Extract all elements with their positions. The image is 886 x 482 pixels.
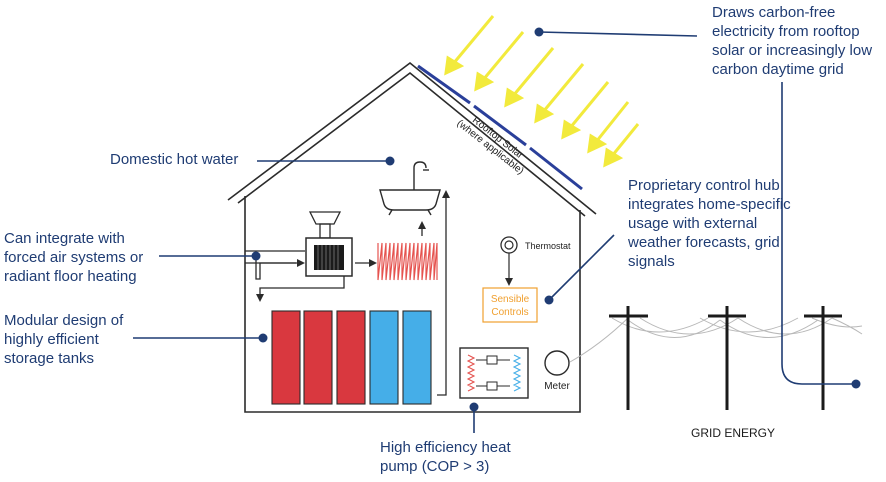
sun-ray-icon: [444, 15, 495, 76]
bathtub-icon: [379, 161, 441, 216]
utility-poles: [609, 306, 842, 410]
sun-ray-icon: [561, 81, 610, 140]
controls-label-line1: Sensible: [491, 294, 530, 305]
grid-energy-label: GRID ENERGY: [691, 426, 775, 440]
callout-leaders: [133, 31, 856, 433]
heat-pump-callout: High efficiency heat pump (COP > 3): [380, 439, 511, 475]
sun-ray-icon: [603, 123, 640, 168]
hot-tank: [336, 310, 366, 405]
callout-dots: [251, 27, 861, 412]
cold-tank: [402, 310, 432, 405]
storage-tanks-callout: Modular design of highly efficient stora…: [4, 312, 124, 367]
vent-hood-icon: [308, 211, 342, 225]
rooftop-solar-panels: [417, 64, 583, 191]
power-lines: [569, 317, 863, 363]
sun-ray-icon: [474, 31, 525, 92]
thermostat-label: Thermostat: [525, 241, 571, 251]
hot-tank: [303, 310, 333, 405]
control-hub-callout: Proprietary control hub integrates home-…: [628, 177, 791, 270]
utility-pole-icon: [708, 306, 746, 410]
forced-air-callout: Can integrate with forced air systems or…: [4, 230, 144, 285]
thermostat-icon: [500, 236, 518, 286]
meter-icon: [544, 350, 570, 376]
heat-pump-icon: [459, 347, 529, 399]
utility-pole-icon: [609, 306, 648, 410]
radiant-heater-coil-icon: [377, 242, 438, 281]
meter-label: Meter: [544, 381, 570, 392]
sun-rays: [444, 15, 640, 168]
controls-label-line2: Controls: [491, 307, 528, 318]
cold-tank: [369, 310, 399, 405]
sensible-controls-box: [482, 287, 538, 323]
air-handler: [245, 211, 353, 277]
hot-tank: [271, 310, 301, 405]
storage-tanks: [271, 310, 432, 405]
house-outline: [227, 61, 597, 413]
arrowheads: [256, 190, 450, 302]
sun-ray-icon: [587, 101, 630, 154]
sun-ray-icon: [504, 47, 555, 108]
sun-ray-icon: [534, 63, 585, 124]
hot-water-callout: Domestic hot water: [110, 151, 239, 168]
carbon-free-callout: Draws carbon-free electricity from rooft…: [712, 4, 873, 78]
utility-pole-icon: [804, 306, 842, 410]
